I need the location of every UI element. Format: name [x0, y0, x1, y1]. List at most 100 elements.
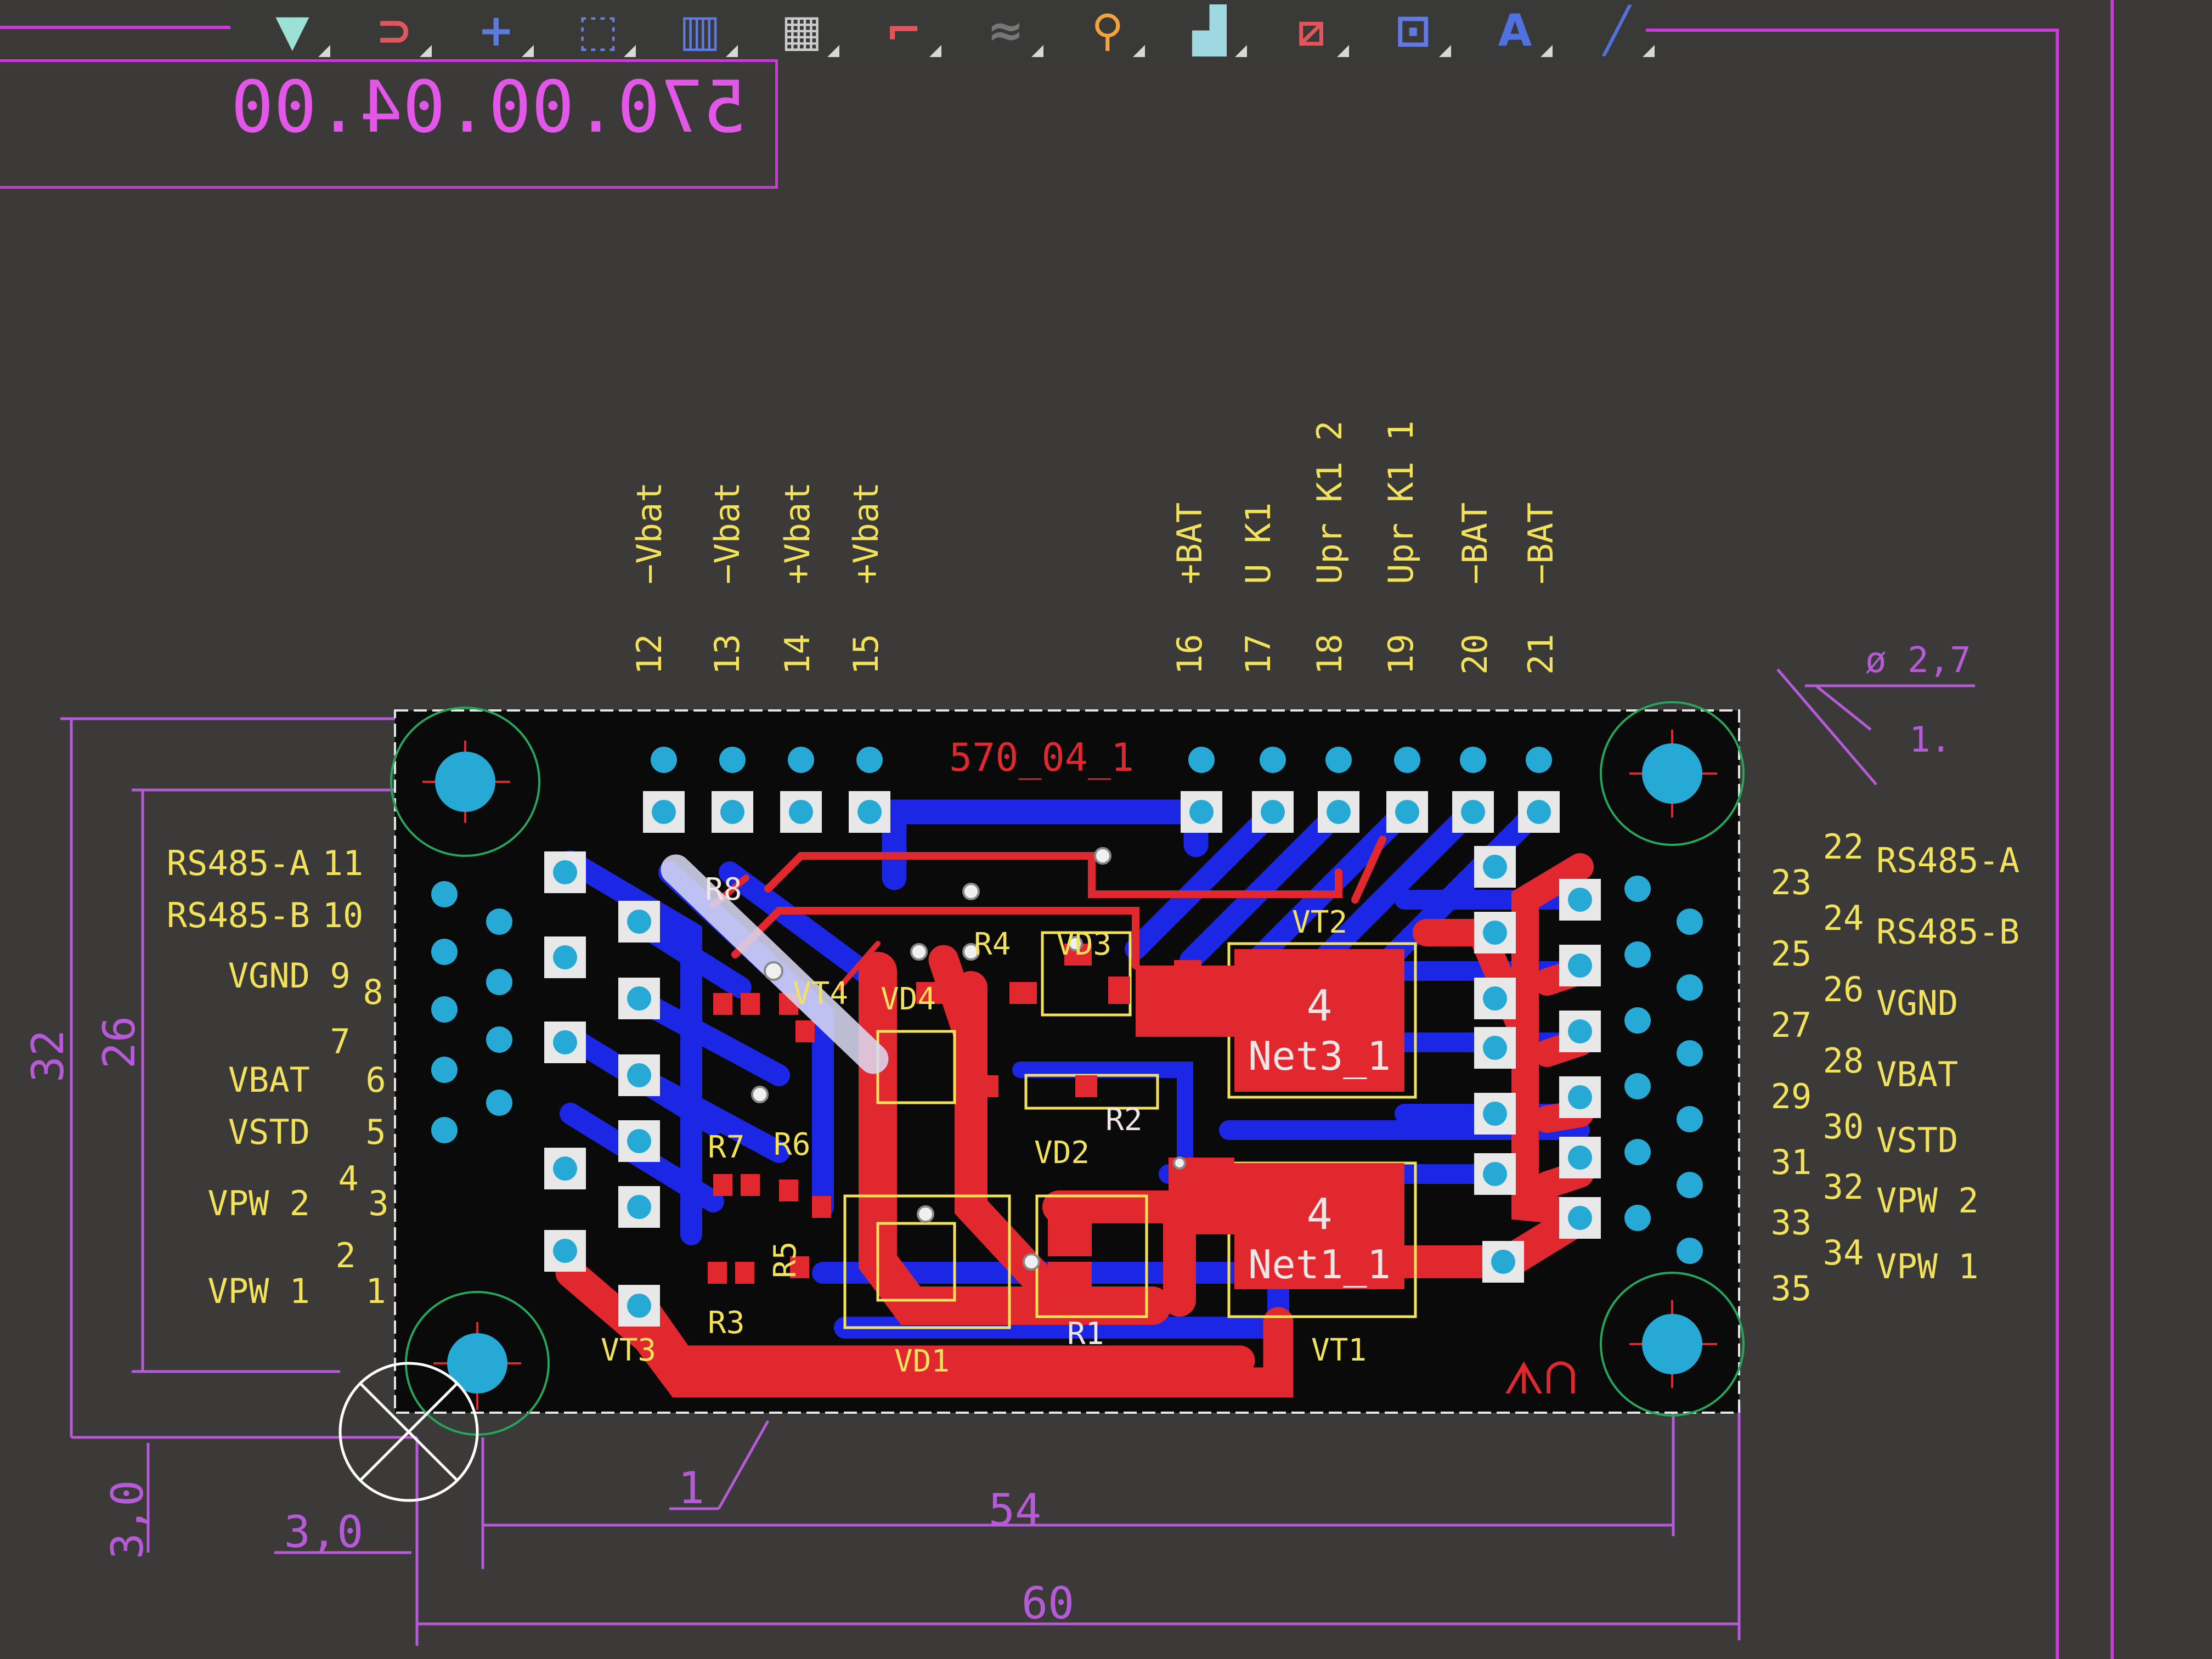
via-tool-button[interactable]: ⚲: [1068, 2, 1148, 59]
mosfet-pad-net-0: Net3_1: [1248, 1033, 1391, 1079]
title-block-frame: [0, 59, 778, 189]
dim-hole-dia: ø 2,7: [1865, 640, 1971, 681]
magnet-tool-button[interactable]: ⊃: [354, 2, 435, 59]
tool-dropdown-arrow[interactable]: [420, 44, 432, 57]
right-edge-pin-2: [1624, 941, 1651, 968]
tool-dropdown-arrow[interactable]: [929, 44, 942, 57]
tool-dropdown-arrow[interactable]: [1235, 44, 1248, 57]
route-icon: ⌐: [885, 4, 922, 56]
mounting-holes: [338, 701, 1745, 1502]
right-pin-name-24: RS485-B: [1876, 912, 2019, 952]
tool-dropdown-arrow[interactable]: [1438, 44, 1451, 57]
left-edge-pin-5: [486, 1026, 512, 1053]
mounting-hole-top-left: [390, 707, 540, 857]
component-label-r3: R3: [708, 1305, 744, 1341]
right-edge-pin-11: [1677, 1238, 1703, 1264]
top-pin-number-18: 18: [1310, 634, 1350, 675]
dim-width-inner: 54: [989, 1485, 1041, 1536]
magnet-icon: ⊃: [376, 4, 413, 56]
tool-dropdown-arrow[interactable]: [1643, 44, 1655, 57]
right-pin-number-27: 27: [1771, 1005, 1812, 1045]
right-edge-pin-3: [1677, 974, 1703, 1001]
top-pin-round-8: [1460, 747, 1486, 773]
left-connector-pad-b-0-hole: [627, 910, 651, 934]
filter-tool-button[interactable]: ▼: [252, 2, 332, 59]
left-edge-pin-6: [431, 1057, 458, 1083]
right-connector-pad-b-6-hole: [1491, 1250, 1515, 1274]
dim-offset-y: 3,0: [102, 1480, 153, 1560]
dim-width-outer: 60: [1022, 1578, 1074, 1629]
right-pin-name-26: VGND: [1876, 983, 1958, 1023]
silkscreen-labels: 570_04_112−Vbat13−Vbat14+Vbat15+Vbat16+B…: [167, 420, 2020, 1404]
line-tool-icon: ⧄: [1297, 4, 1325, 55]
tool-dropdown-arrow[interactable]: [1541, 44, 1553, 57]
top-pin-square-1-hole: [720, 800, 744, 824]
top-pin-square-5-hole: [1261, 800, 1285, 824]
draw-line-tool-button[interactable]: ╱: [1577, 2, 1657, 59]
origin-marker-circle: [338, 1362, 479, 1502]
left-pin-name-10: RS485-B: [167, 895, 310, 935]
mounting-hole-bottom-right: [1600, 1272, 1745, 1417]
select-rect-tool-button[interactable]: ⬚: [558, 2, 638, 59]
route-tool-button[interactable]: ⌐: [864, 2, 944, 59]
right-pin-number-22: 22: [1823, 827, 1864, 867]
tool-dropdown-arrow[interactable]: [1133, 44, 1146, 57]
left-pin-number-1: 1: [365, 1271, 386, 1311]
text-tool-tool-button[interactable]: A: [1475, 2, 1555, 59]
component-label-r6: R6: [774, 1127, 810, 1163]
top-pin-name-18: Upr K1 2: [1310, 420, 1350, 584]
dim-offset-x: 3,0: [284, 1506, 364, 1558]
smd-pads: [708, 960, 1201, 1284]
dimension-lines: [60, 668, 1975, 1646]
dimension-tool-button[interactable]: ⊡: [1373, 2, 1453, 59]
via-icon: ⚲: [1091, 4, 1124, 56]
polygon-tool-button[interactable]: ▟: [1169, 2, 1249, 59]
tool-dropdown-arrow[interactable]: [1031, 44, 1043, 57]
right-edge-pin-4: [1624, 1007, 1651, 1034]
tool-dropdown-arrow[interactable]: [725, 44, 738, 57]
right-edge-pin-5: [1677, 1040, 1703, 1066]
top-pin-name-20: −BAT: [1455, 503, 1495, 584]
tool-dropdown-arrow[interactable]: [522, 44, 534, 57]
net-tool-button[interactable]: ≈: [966, 2, 1046, 59]
dim-height-outer: 32: [22, 1030, 74, 1082]
text-tool-icon: A: [1498, 4, 1532, 56]
tool-dropdown-arrow[interactable]: [318, 44, 330, 57]
top-pin-square-8-hole: [1461, 800, 1485, 824]
right-connector-pad-b-1-hole: [1483, 921, 1507, 945]
left-pin-number-8: 8: [363, 972, 383, 1012]
top-pin-number-15: 15: [846, 634, 886, 675]
line-tool-tool-button[interactable]: ⧄: [1271, 2, 1351, 59]
crosshair-tool-button[interactable]: +: [456, 2, 536, 59]
top-pin-round-6: [1325, 747, 1352, 773]
right-connector-pad-a-4-hole: [1568, 1146, 1592, 1170]
left-edge-pin-4: [431, 996, 458, 1023]
left-pin-name-11: RS485-A: [167, 843, 310, 883]
top-pin-round-2: [788, 747, 814, 773]
right-pin-name-34: VPW 1: [1876, 1246, 1979, 1286]
tool-dropdown-arrow[interactable]: [623, 44, 636, 57]
dimension-texts: 54 60 3,0 1 ø 2,7 1. 32 26 3,0: [22, 640, 1971, 1629]
left-pin-number-3: 3: [368, 1183, 388, 1223]
left-connector-pad-a-3-hole: [553, 1156, 577, 1181]
top-pin-number-16: 16: [1170, 634, 1210, 675]
left-pin-number-11: 11: [323, 843, 364, 883]
top-pin-round-0: [651, 747, 677, 773]
select-rect-icon: ⬚: [577, 4, 619, 56]
tool-dropdown-arrow[interactable]: [827, 44, 840, 57]
left-pin-number-9: 9: [330, 956, 350, 996]
component-label-vt2: VT2: [1292, 905, 1347, 940]
left-pin-name-5: VSTD: [228, 1112, 310, 1152]
left-pin-name-9: VGND: [228, 956, 310, 996]
align-tool-button[interactable]: ▥: [660, 2, 740, 59]
tool-dropdown-arrow[interactable]: [1336, 44, 1349, 57]
right-edge-pin-1: [1677, 909, 1703, 935]
polygon-icon: ▟: [1192, 4, 1227, 56]
component-tool-button[interactable]: ▦: [762, 2, 842, 59]
right-connector-pad-a-3-hole: [1568, 1085, 1592, 1109]
right-pin-number-23: 23: [1771, 862, 1812, 902]
left-pin-number-2: 2: [335, 1235, 356, 1276]
right-pin-number-33: 33: [1771, 1203, 1812, 1243]
